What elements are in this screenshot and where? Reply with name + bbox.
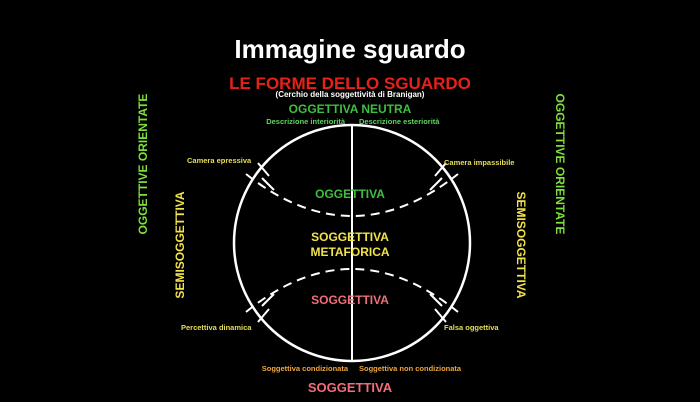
label-percettiva-dinamica: Percettiva dinamica — [181, 323, 252, 332]
left-label-oggettive-orientate: OGGETTIVE ORIENTATE — [136, 93, 150, 235]
right-label-oggettive-orientate: OGGETTIVE ORIENTATE — [553, 93, 567, 235]
tick-upper-left-1 — [257, 162, 270, 177]
tick-upper-right-2 — [429, 177, 443, 191]
tick-lower-right-1 — [429, 293, 443, 307]
tick-lower-right-2 — [434, 308, 447, 323]
subtitle: (Cerchio della soggettività di Branigan) — [275, 90, 425, 99]
tick-upper-left-2 — [261, 177, 275, 191]
metaforica-line-2: METAFORICA — [310, 245, 390, 259]
left-label-semisoggettiva: SEMISOGGETTIVA — [173, 191, 187, 299]
label-falsa-oggettiva: Falsa oggettiva — [444, 323, 499, 332]
tick-lower-left-2 — [257, 308, 270, 323]
label-descrizione-interiorita: Descrizione interiorità — [266, 117, 345, 126]
top-label-oggettiva-neutra: OGGETTIVA NEUTRA — [288, 102, 412, 116]
label-soggettiva-condizionata: Soggettiva condizionata — [261, 364, 348, 373]
label-camera-espressiva: Camera epressiva — [187, 156, 252, 165]
circle-label-soggettiva: SOGGETTIVA — [311, 293, 389, 307]
bottom-label-soggettiva: SOGGETTIVA — [307, 380, 393, 395]
label-soggettiva-non-condizionata: Soggettiva non condizionata — [359, 364, 462, 373]
label-camera-impassibile: Camera impassibile — [444, 158, 515, 167]
page-title: Immagine sguardo — [234, 34, 466, 64]
circle-label-oggettiva: OGGETTIVA — [315, 187, 385, 201]
tick-upper-right-1 — [434, 162, 447, 177]
circle-label-soggettiva-metaforica: SOGGETTIVA METAFORICA — [310, 230, 389, 260]
upper-dashed-arc — [245, 173, 459, 217]
main-heading: LE FORME DELLO SGUARDO — [229, 74, 471, 93]
label-descrizione-esteriorita: Descrizione esteriorità — [359, 117, 440, 126]
tick-lower-left-1 — [261, 293, 275, 307]
lower-dashed-arc — [245, 268, 459, 313]
right-label-semisoggettiva: SEMISOGGETTIVA — [514, 191, 528, 299]
metaforica-line-1: SOGGETTIVA — [311, 230, 389, 244]
